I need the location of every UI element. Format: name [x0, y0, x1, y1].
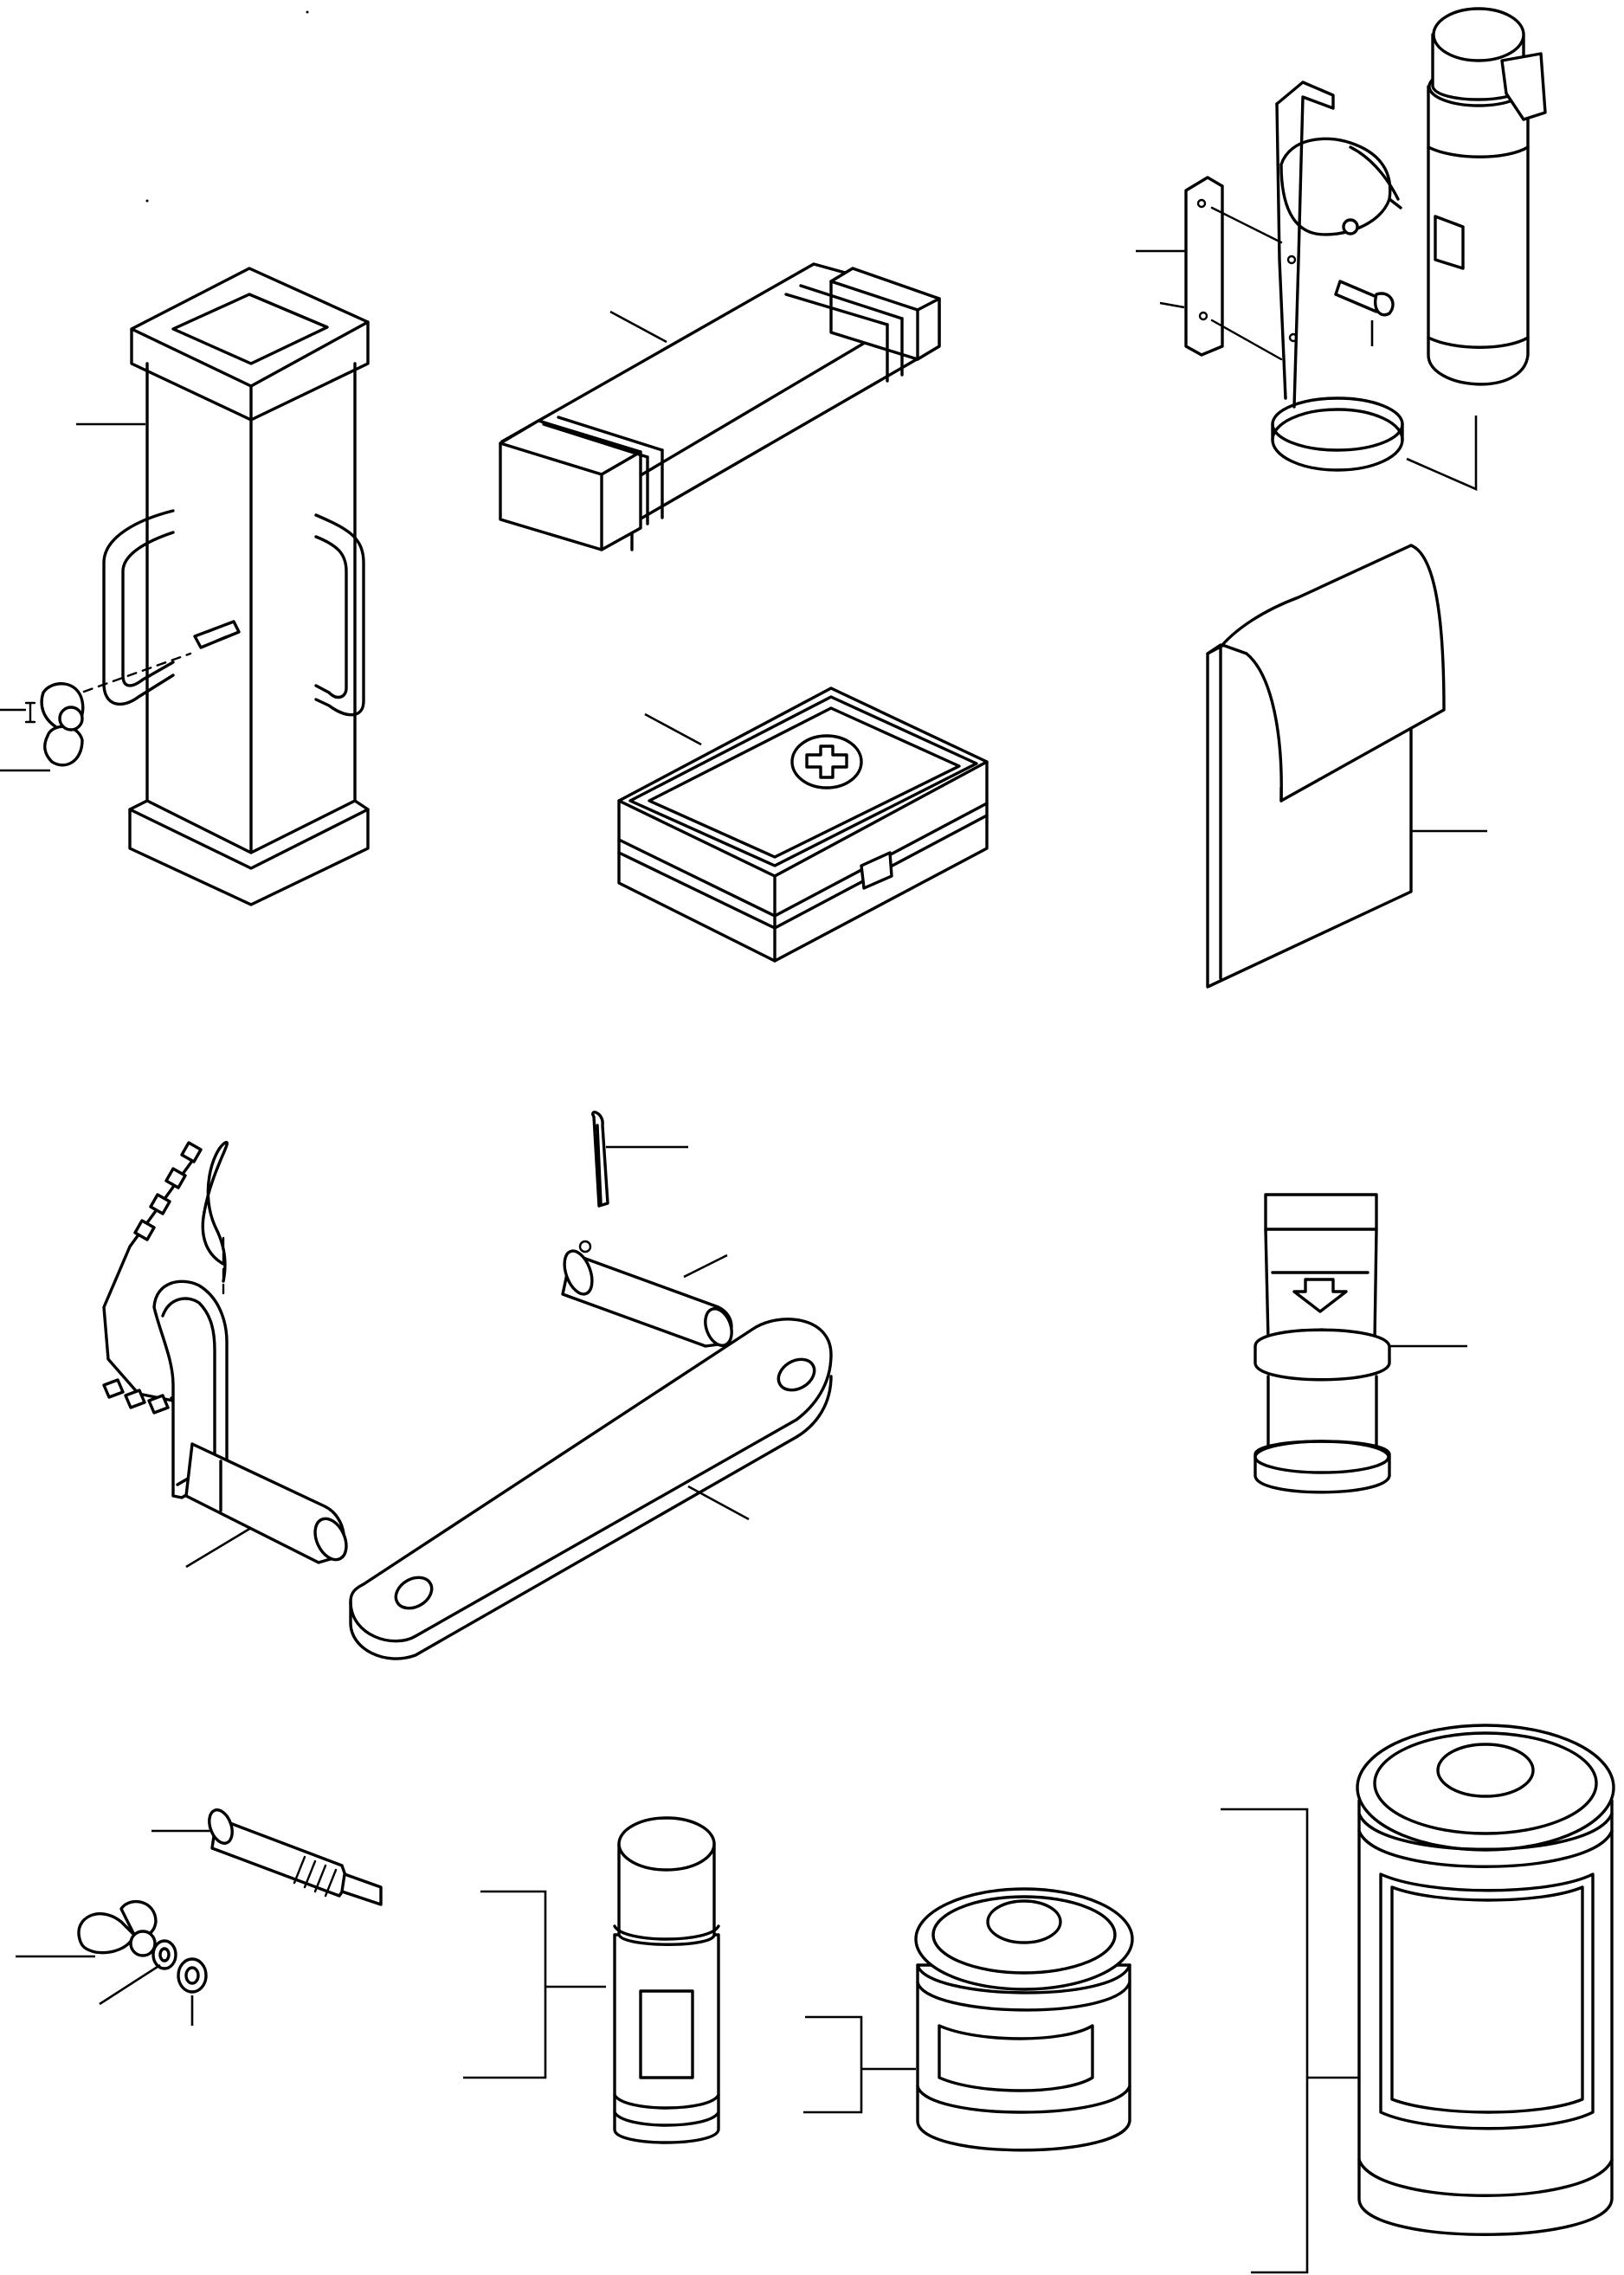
tow-pin-and-link [102, 1111, 833, 1660]
wing-nut-icon [77, 1899, 158, 1957]
washer-icon [151, 1939, 177, 1970]
bolt-with-wing-nut-and-washers [16, 1808, 383, 2026]
tool-roll [499, 262, 941, 551]
small-paint-tin [803, 1887, 1134, 2152]
arrow-down-icon [1292, 1278, 1348, 1313]
document-pouch [1206, 544, 1487, 989]
large-paint-tin [1221, 1724, 1615, 2274]
wing-nut-icon [40, 682, 85, 767]
tool-box [0, 267, 370, 906]
first-aid-kit [617, 686, 989, 963]
medical-cross-icon [790, 734, 863, 789]
washer-icon [177, 1957, 208, 1994]
fuel-cap [1253, 1193, 1467, 1494]
spray-can [463, 1816, 720, 2144]
fire-extinguisher [1136, 7, 1547, 491]
